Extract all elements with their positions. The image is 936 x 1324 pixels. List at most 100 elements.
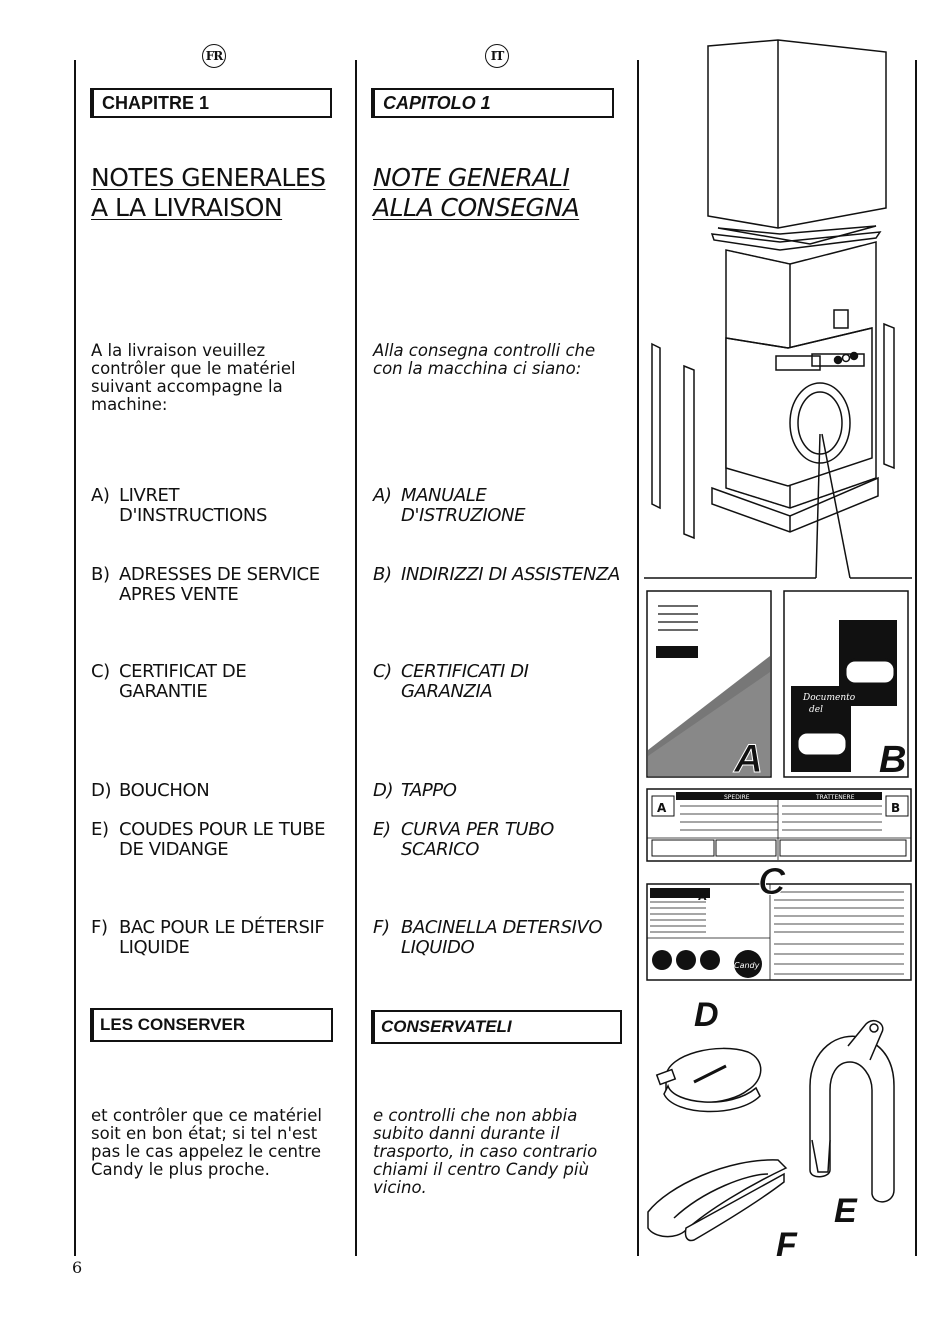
item-text: BAC POUR LE DÉTERSIF xyxy=(119,917,325,938)
list-item-it-a: A) MANUALE D'ISTRUZIONE xyxy=(373,486,525,526)
intro-text-it: Alla consegna controlli che con la macch… xyxy=(373,342,595,378)
intro-line: A la livraison veuillez xyxy=(91,341,266,360)
list-item-fr-c: C) CERTIFICAT DE GARANTIE xyxy=(91,661,247,702)
certificate-part-label-a: A xyxy=(698,890,707,903)
certificate-brand-logo: Candy xyxy=(734,961,760,970)
item-text: LIQUIDE xyxy=(119,937,190,958)
column-divider-edge xyxy=(915,60,917,1256)
item-letter: A) xyxy=(373,485,392,506)
list-item-it-b: B) INDIRIZZI DI ASSISTENZA xyxy=(373,565,620,585)
booklet-label-b: B xyxy=(879,739,906,778)
intro-line: machine: xyxy=(91,395,168,414)
instruction-booklet-a: A xyxy=(646,590,772,778)
column-divider-right xyxy=(637,60,639,1256)
list-item-it-c: C) CERTIFICATI DI GARANZIA xyxy=(373,662,529,702)
list-item-it-e: E) CURVA PER TUBO SCARICO xyxy=(373,820,554,860)
certificate-header-right: TRATTENERE xyxy=(815,794,855,801)
service-address-booklet-b: Documento del B xyxy=(783,590,909,778)
closing-line: chiami il centro Candy più xyxy=(373,1160,589,1179)
item-text: DE VIDANGE xyxy=(119,839,229,860)
item-letter: F) xyxy=(91,917,108,938)
item-text: APRES VENTE xyxy=(119,584,239,605)
item-text: LIQUIDO xyxy=(401,937,475,958)
section-title-it-line2: ALLA CONSEGNA xyxy=(373,193,580,222)
list-item-fr-e: E) COUDES POUR LE TUBE DE VIDANGE xyxy=(91,819,326,860)
list-item-fr-b: B) ADRESSES DE SERVICE APRES VENTE xyxy=(91,565,320,605)
item-letter: C) xyxy=(373,661,392,682)
list-item-fr-d: D) BOUCHON xyxy=(91,780,210,801)
item-letter: D) xyxy=(91,780,112,801)
item-letter: A) xyxy=(91,485,110,506)
item-text: LIVRET xyxy=(119,485,180,506)
item-text: GARANZIA xyxy=(401,681,493,702)
page-number: 6 xyxy=(72,1258,83,1277)
item-text: GARANTIE xyxy=(119,681,208,702)
item-letter: B) xyxy=(373,564,392,585)
closing-line: e controlli che non abbia xyxy=(373,1106,578,1125)
closing-text-it: e controlli che non abbia subito danni d… xyxy=(373,1107,597,1197)
item-text: D'ISTRUZIONE xyxy=(401,505,526,526)
intro-line: suivant accompagne la xyxy=(91,377,283,396)
keep-heading-fr: LES CONSERVER xyxy=(90,1008,333,1042)
item-text: TAPPO xyxy=(401,780,457,801)
list-item-it-d: D) TAPPO xyxy=(373,781,457,801)
certificate-label-c: C xyxy=(758,861,786,903)
intro-line: Alla consegna controlli che xyxy=(373,341,596,360)
accessory-label-e: E xyxy=(834,1192,858,1230)
closing-line: Candy le plus proche. xyxy=(91,1160,270,1179)
item-text: MANUALE xyxy=(401,485,487,506)
booklet-b-text-line2: del xyxy=(809,705,823,715)
list-item-it-f: F) BACINELLA DETERSIVO LIQUIDO xyxy=(373,917,603,958)
accessory-label-f: F xyxy=(776,1226,798,1260)
item-text: INDIRIZZI DI ASSISTENZA xyxy=(401,564,620,585)
item-text: SCARICO xyxy=(401,839,480,860)
language-badge-fr: FR xyxy=(202,44,226,68)
intro-text-fr: A la livraison veuillez contrôler que le… xyxy=(91,342,296,414)
item-text: BACINELLA DETERSIVO xyxy=(401,917,603,938)
item-letter: E) xyxy=(91,819,109,840)
item-letter: C) xyxy=(91,661,110,682)
certificate-stub-label-a: A xyxy=(657,801,667,815)
column-divider-left xyxy=(74,60,76,1256)
item-text: CERTIFICATI DI xyxy=(401,661,529,682)
booklet-b-text-line1: Documento xyxy=(802,693,856,703)
item-text: COUDES POUR LE TUBE xyxy=(119,819,326,840)
column-divider-middle xyxy=(355,60,357,1256)
washing-machine-illustration xyxy=(644,39,912,579)
keep-heading-it: CONSERVATELI xyxy=(371,1010,622,1044)
section-title-it-line1: NOTE GENERALI xyxy=(373,163,570,192)
section-title-fr: NOTES GENERALES A LA LIVRAISON xyxy=(91,163,326,223)
list-item-fr-a: A) LIVRET D'INSTRUCTIONS xyxy=(91,486,267,526)
section-title-it: NOTE GENERALI ALLA CONSEGNA xyxy=(373,163,580,223)
item-letter: B) xyxy=(91,564,110,585)
item-text: CURVA PER TUBO xyxy=(401,819,554,840)
chapter-heading-it: CAPITOLO 1 xyxy=(371,88,614,118)
list-item-fr-f: F) BAC POUR LE DÉTERSIF LIQUIDE xyxy=(91,917,325,958)
closing-line: pas le cas appelez le centre xyxy=(91,1142,321,1161)
item-text: D'INSTRUCTIONS xyxy=(119,505,268,526)
warranty-certificate-c: SPEDIRE TRATTENERE A B A C Candy xyxy=(646,788,912,981)
language-badge-it: IT xyxy=(485,44,509,68)
item-text: BOUCHON xyxy=(119,780,210,801)
item-text: CERTIFICAT DE xyxy=(119,661,247,682)
section-title-fr-line1: NOTES GENERALES xyxy=(91,163,326,192)
closing-line: vicino. xyxy=(373,1178,427,1197)
closing-line: trasporto, in caso contrario xyxy=(373,1142,598,1161)
certificate-stub-label-b: B xyxy=(891,801,900,815)
item-letter: E) xyxy=(373,819,391,840)
item-letter: D) xyxy=(373,780,394,801)
closing-line: soit en bon état; si tel n'est xyxy=(91,1124,318,1143)
accessories-illustration: D E F xyxy=(647,996,895,1260)
closing-line: subito danni durante il xyxy=(373,1124,560,1143)
closing-line: et contrôler que ce matériel xyxy=(91,1106,322,1125)
closing-text-fr: et contrôler que ce matériel soit en bon… xyxy=(91,1107,322,1179)
chapter-heading-fr: CHAPITRE 1 xyxy=(90,88,332,118)
item-letter: F) xyxy=(373,917,390,938)
item-text: ADRESSES DE SERVICE xyxy=(119,564,320,585)
section-title-fr-line2: A LA LIVRAISON xyxy=(91,193,283,222)
intro-line: contrôler que le matériel xyxy=(91,359,296,378)
booklet-label-a: A xyxy=(733,737,763,778)
certificate-header-left: SPEDIRE xyxy=(724,794,750,801)
accessory-label-d: D xyxy=(694,996,719,1034)
intro-line: con la macchina ci siano: xyxy=(373,359,582,378)
